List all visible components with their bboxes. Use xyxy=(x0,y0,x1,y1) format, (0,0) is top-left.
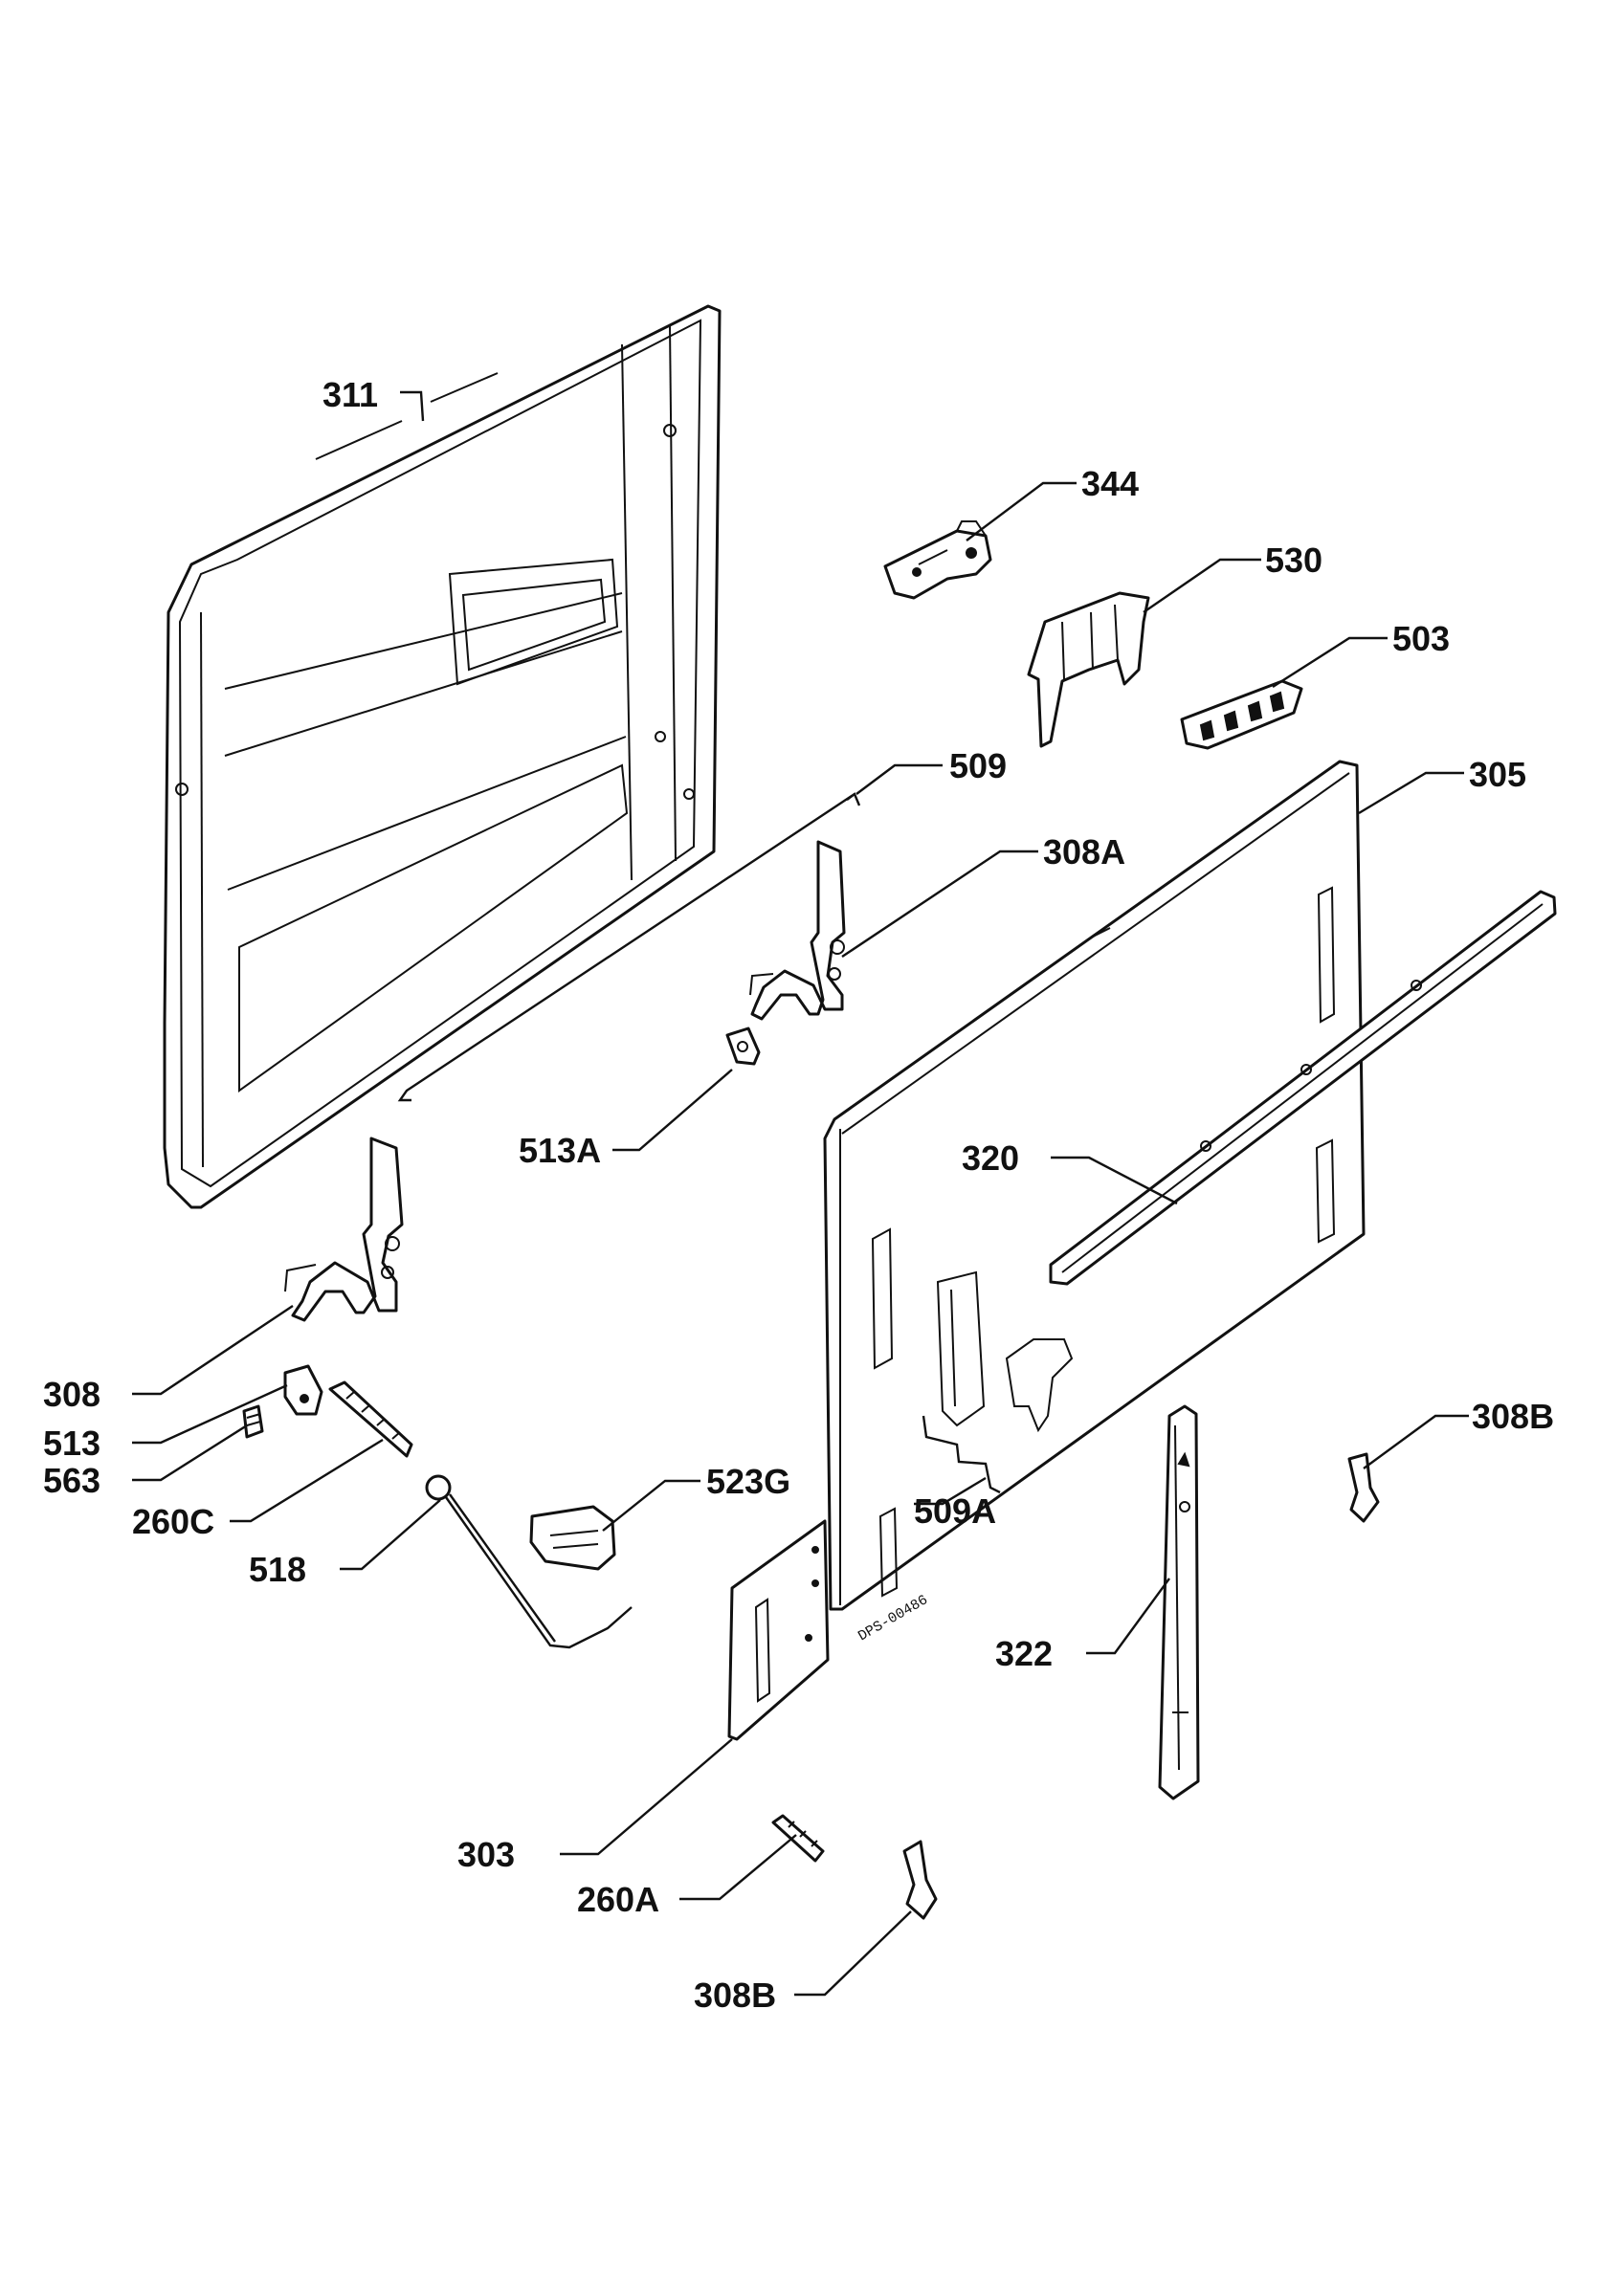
leader-lines xyxy=(132,390,1469,1997)
part-308b-clip-right xyxy=(1347,1452,1380,1523)
part-513a-bracket xyxy=(725,1027,761,1066)
part-513-block xyxy=(283,1364,323,1416)
part-518-cable xyxy=(425,1474,633,1649)
part-260a-spring xyxy=(771,1814,825,1863)
callout-308b-right: 308B xyxy=(1472,1397,1554,1436)
callout-503: 503 xyxy=(1392,619,1450,658)
callout-322: 322 xyxy=(995,1634,1053,1673)
callout-303: 303 xyxy=(457,1835,515,1874)
callout-260c: 260C xyxy=(132,1502,214,1541)
callout-labels: 311 344 530 503 509 305 308A 513A 320 30… xyxy=(43,375,1554,2015)
part-260c-spring xyxy=(328,1380,413,1458)
callout-308: 308 xyxy=(43,1375,100,1414)
callout-518: 518 xyxy=(249,1550,306,1589)
callout-311: 311 xyxy=(322,375,378,414)
callout-509a: 509A xyxy=(914,1491,996,1531)
callout-260a: 260A xyxy=(577,1880,659,1919)
callout-320: 320 xyxy=(962,1138,1019,1178)
callout-563: 563 xyxy=(43,1461,100,1500)
callout-308a: 308A xyxy=(1043,832,1125,872)
part-509a-wire xyxy=(922,1415,1001,1494)
part-523g xyxy=(529,1505,616,1571)
part-322-strip xyxy=(1158,1404,1200,1800)
part-308-hinge xyxy=(284,1137,404,1322)
callout-513a: 513A xyxy=(519,1131,601,1170)
part-308b-clip-bottom xyxy=(902,1840,938,1920)
callout-509: 509 xyxy=(949,746,1007,785)
part-311-inner-door xyxy=(163,304,722,1209)
part-503 xyxy=(1180,679,1303,750)
callout-308b-bottom: 308B xyxy=(694,1976,776,2015)
part-344 xyxy=(883,520,992,600)
callout-344: 344 xyxy=(1081,464,1139,503)
part-305-outer-door: DPS-00486 xyxy=(823,760,1366,1645)
part-320-rail xyxy=(1049,890,1557,1286)
part-308a-hinge xyxy=(749,840,846,1021)
part-530 xyxy=(1027,591,1150,748)
part-509-rod xyxy=(397,792,861,1102)
callout-305: 305 xyxy=(1469,755,1526,794)
part-303-plate xyxy=(727,1519,830,1741)
callout-513: 513 xyxy=(43,1424,100,1463)
callout-523g: 523G xyxy=(706,1462,790,1501)
part-563-screw xyxy=(242,1404,264,1439)
callout-530: 530 xyxy=(1265,541,1322,580)
drawing-code: DPS-00486 xyxy=(855,1592,931,1645)
